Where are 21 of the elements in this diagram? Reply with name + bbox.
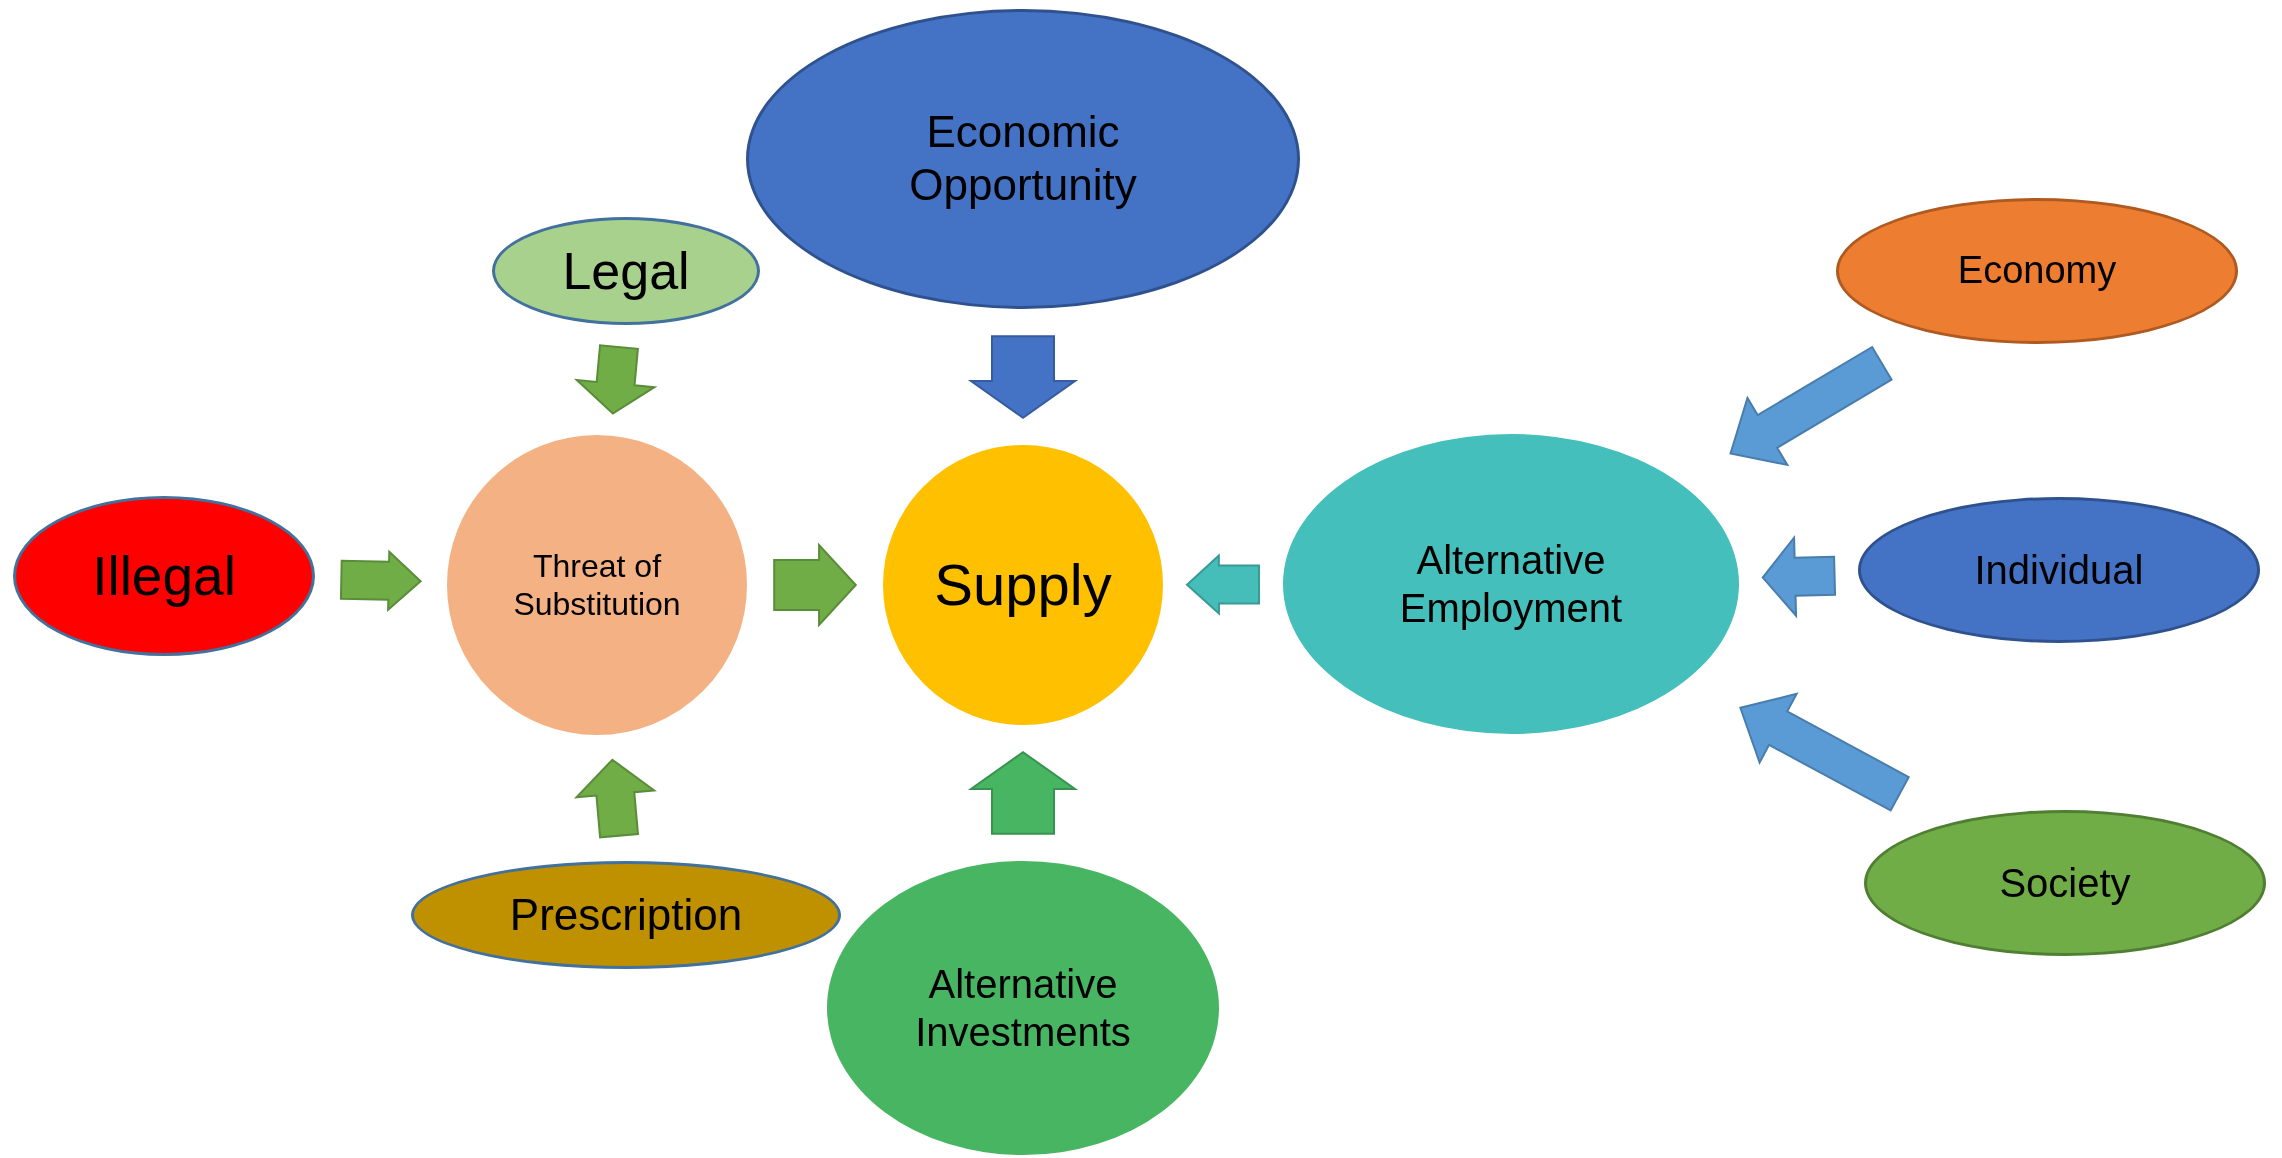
node-label: Threat of Substitution [512, 546, 682, 624]
node-label: Individual [1974, 547, 2144, 594]
block-arrow [1729, 345, 1893, 467]
block-arrow [1761, 534, 1837, 619]
block-arrow [773, 542, 858, 628]
node-label: Society [1999, 860, 2131, 907]
node-label: Prescription [509, 888, 743, 941]
block-arrow [967, 750, 1079, 835]
block-arrow [967, 335, 1079, 420]
node-label: Economic Opportunity [908, 106, 1138, 211]
node-label: Legal [562, 240, 690, 302]
node-label: Alternative Investments [914, 961, 1132, 1056]
node-label: Supply [934, 551, 1112, 620]
block-arrow [1739, 692, 1911, 812]
node-label: Alternative Employment [1398, 537, 1624, 632]
node-label: Economy [1957, 248, 2117, 294]
block-arrow [1185, 553, 1261, 616]
node-label: Illegal [92, 544, 236, 609]
block-arrow [573, 344, 658, 415]
block-arrow [339, 549, 423, 612]
block-arrow [573, 758, 657, 839]
